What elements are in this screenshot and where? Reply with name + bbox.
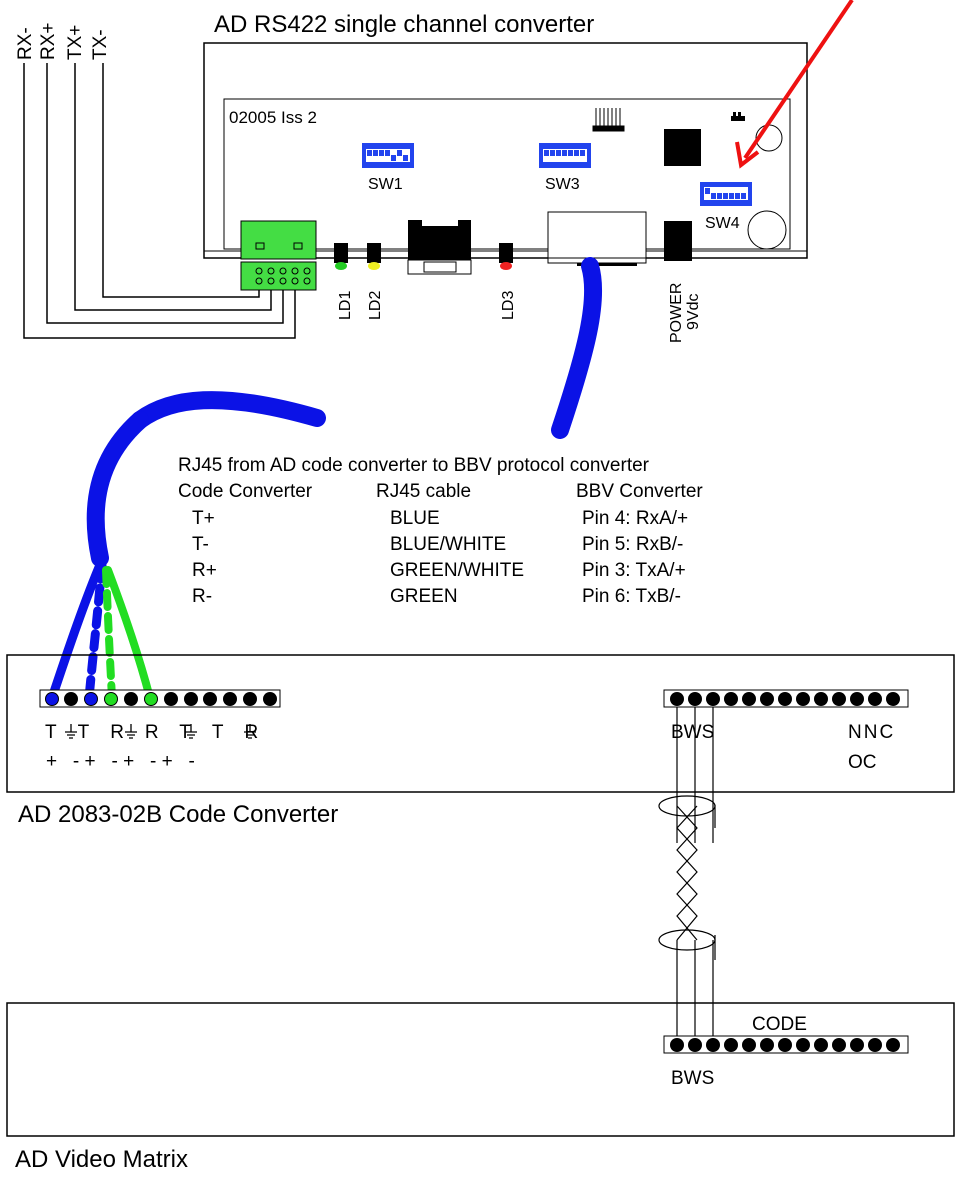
cable-table: RJ45 from AD code converter to BBV proto… <box>178 455 703 607</box>
table-cell: BLUE <box>390 508 440 529</box>
table-cell: R+ <box>192 560 217 581</box>
dip-switch-sw1: SW1 <box>362 143 414 193</box>
sw4-label: SW4 <box>705 215 740 232</box>
cable-table-title: RJ45 from AD code converter to BBV proto… <box>178 455 650 476</box>
terminal-strip-matrix <box>663 1035 909 1054</box>
wire-label-tx-minus: TX- <box>90 29 111 60</box>
ic-chip <box>664 129 701 166</box>
table-cell: Pin 6: TxB/- <box>582 586 681 607</box>
ld1-label: LD1 <box>337 291 354 320</box>
table-cell: R- <box>192 586 212 607</box>
led-ld2: LD2 <box>367 243 384 320</box>
header-rj45-cable: RJ45 cable <box>376 481 471 502</box>
table-cell: GREEN <box>390 586 458 607</box>
ld2-label: LD2 <box>367 291 384 320</box>
video-matrix-box <box>6 1002 955 1137</box>
sw1-label: SW1 <box>368 176 403 193</box>
ld3-label: LD3 <box>500 291 517 320</box>
converter-pcb <box>223 98 791 250</box>
wire-label-tx-plus: TX+ <box>65 25 86 60</box>
led-ld1: LD1 <box>334 243 354 320</box>
ground-icon <box>65 724 256 739</box>
table-cell: Pin 3: TxA/+ <box>582 560 686 581</box>
rj45-socket <box>547 211 647 266</box>
terminal-wires <box>23 63 296 339</box>
table-cell: GREEN/WHITE <box>390 560 524 581</box>
header-code-converter: Code Converter <box>178 481 313 502</box>
dip-switch-sw3: SW3 <box>539 143 591 193</box>
table-cell: Pin 5: RxB/- <box>582 534 683 555</box>
bws-label-top: BWS <box>671 722 714 743</box>
power-voltage: 9Vdc <box>685 294 702 330</box>
terminal-letters: TTRRTTR <box>45 722 279 743</box>
wire-labels: RX- RX+ TX+ TX- <box>15 23 111 61</box>
table-cell: T- <box>192 534 209 555</box>
sw3-label: SW3 <box>545 176 580 193</box>
wire-label-rx-plus: RX+ <box>38 23 59 61</box>
pcb-label: 02005 Iss 2 <box>229 108 317 127</box>
code-converter-box <box>6 654 955 793</box>
oc-label: OC <box>848 752 877 773</box>
pin-header <box>592 108 625 132</box>
terminal-strip-right <box>663 689 909 708</box>
table-cell: BLUE/WHITE <box>390 534 506 555</box>
power-socket: POWER 9Vdc <box>664 221 702 343</box>
table-cell: Pin 4: RxA/+ <box>582 508 688 529</box>
terminal-block <box>240 220 317 291</box>
code-converter-caption: AD 2083-02B Code Converter <box>18 801 338 828</box>
dip-switch-sw4: SW4 <box>700 182 752 232</box>
nnc-label: NNC <box>848 722 895 743</box>
arrow-to-sw4 <box>735 0 854 169</box>
terminal-polarity: + - + - + - + - <box>46 751 195 772</box>
mounting-hole-bottom <box>747 210 787 250</box>
jumper <box>731 112 745 121</box>
green-wires <box>102 566 154 702</box>
power-label: POWER <box>668 283 685 343</box>
bws-label-bottom: BWS <box>671 1068 714 1089</box>
led-ld3: LD3 <box>499 243 517 320</box>
video-matrix-caption: AD Video Matrix <box>15 1146 188 1173</box>
table-cell: T+ <box>192 508 215 529</box>
twisted-pair <box>658 707 716 1043</box>
terminal-strip-left <box>39 689 281 708</box>
dsub-connector <box>407 220 472 275</box>
rj45-cable <box>47 257 603 703</box>
converter-title: AD RS422 single channel converter <box>214 11 594 38</box>
wire-label-rx-minus: RX- <box>15 27 36 60</box>
header-bbv-converter: BBV Converter <box>576 481 703 502</box>
terminal-labels: TTRRTTR + - + - + - + - <box>45 722 279 772</box>
code-label: CODE <box>752 1014 807 1035</box>
